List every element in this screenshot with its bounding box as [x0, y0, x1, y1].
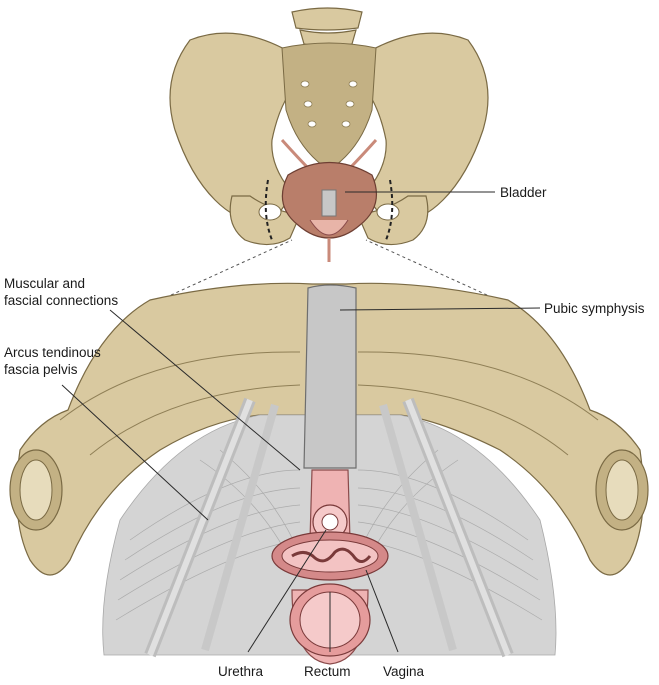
label-arcus-1: Arcus tendinous: [4, 345, 101, 360]
pelvic-floor-illustration: [9, 282, 649, 665]
label-vagina: Vagina: [383, 664, 425, 679]
pelvis-illustration: [169, 7, 489, 262]
label-bladder: Bladder: [500, 185, 547, 200]
right-iliac-wing: [357, 32, 489, 222]
label-muscular-fascial-1: Muscular and: [4, 276, 85, 291]
label-urethra: Urethra: [218, 664, 264, 679]
sacrum: [281, 42, 377, 171]
vertebra: [291, 7, 363, 31]
label-muscular-fascial-2: fascial connections: [4, 293, 118, 308]
pubic-symphysis: [303, 284, 357, 469]
label-pubic-symphysis: Pubic symphysis: [544, 301, 645, 316]
label-arcus-2: fascia pelvis: [4, 362, 78, 377]
left-iliac-wing: [169, 32, 301, 222]
label-rectum: Rectum: [304, 664, 351, 679]
